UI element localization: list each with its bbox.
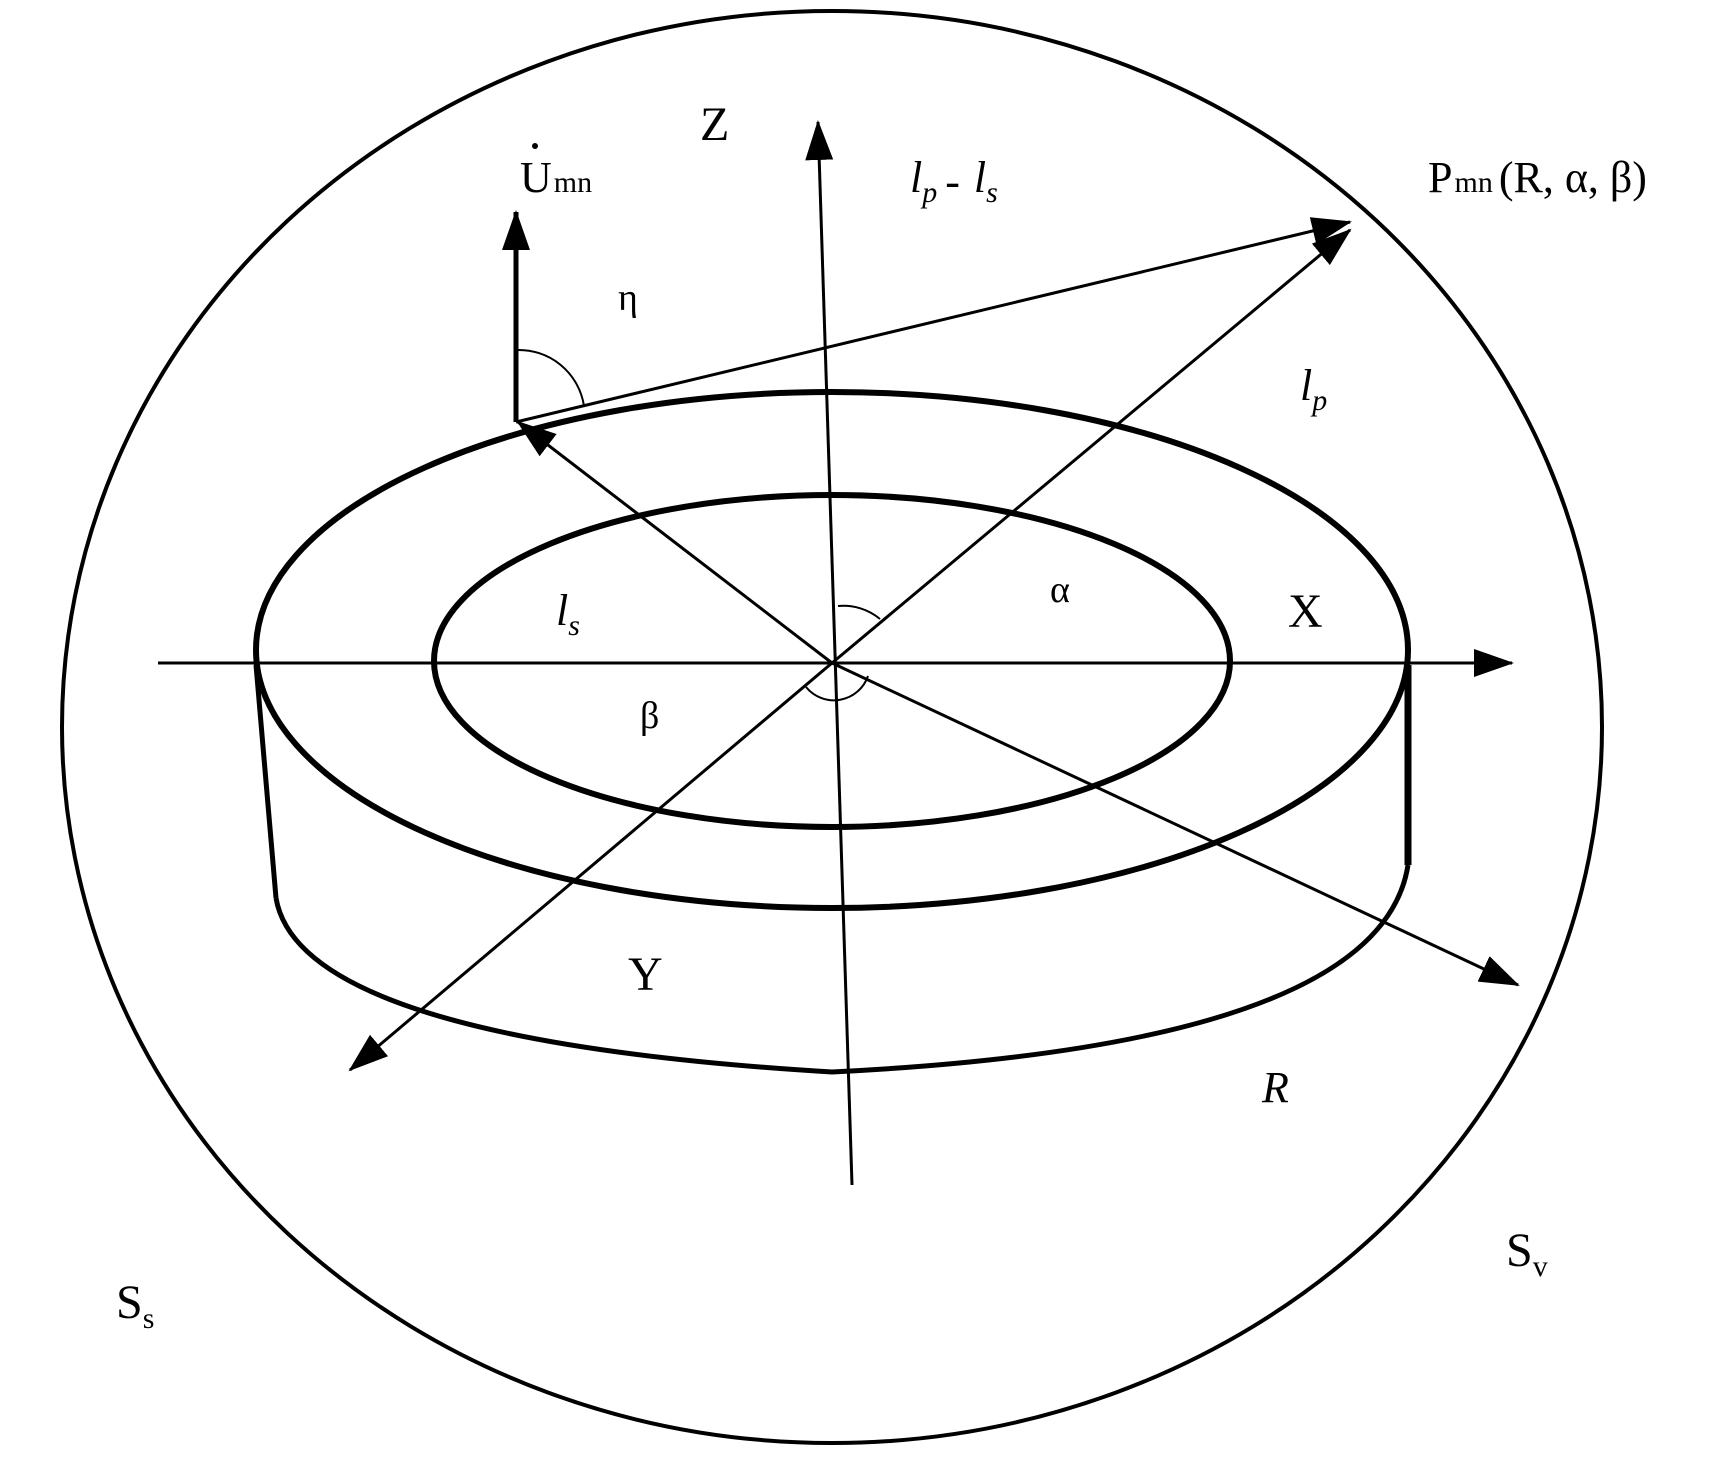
ss-subscript: s xyxy=(143,1302,155,1335)
ls-subscript: s xyxy=(568,609,580,642)
point-main: P xyxy=(1428,153,1452,202)
beta-label: β xyxy=(640,695,659,737)
point-label: Pmn(R, α, β) xyxy=(1428,153,1647,202)
disk-inner-ellipse xyxy=(431,492,1233,830)
lpls-a-main: l xyxy=(910,153,922,202)
lpls-a-subscript: p xyxy=(920,176,937,209)
outer-sphere-boundary xyxy=(60,9,1604,1445)
y-axis xyxy=(348,661,833,1072)
alpha-label: α xyxy=(1050,569,1070,611)
ls-label: ls xyxy=(556,586,580,642)
lpls-b-subscript: s xyxy=(986,176,998,209)
ss-label: Ss xyxy=(116,1276,154,1335)
disk-left-side xyxy=(253,664,279,899)
lpls-dash: - xyxy=(945,157,960,206)
lp-label: lp xyxy=(1300,361,1327,417)
alpha-angle-arc xyxy=(837,604,881,620)
lp-vector xyxy=(831,228,1352,665)
u-vector-label: Umn xyxy=(520,153,592,202)
ls-main: l xyxy=(556,586,568,635)
disk-bottom-edge xyxy=(273,864,1411,1075)
z-axis-label: Z xyxy=(700,98,729,151)
sv-subscript: v xyxy=(1533,1250,1548,1283)
point-args: (R, α, β) xyxy=(1499,153,1647,202)
eta-angle-arc xyxy=(515,348,585,407)
eta-label: η xyxy=(618,277,638,319)
ss-main: S xyxy=(116,1276,143,1329)
u-vector-subscript: mn xyxy=(554,166,592,199)
y-axis-label: Y xyxy=(628,948,663,1001)
radius-label: R xyxy=(1261,1063,1289,1112)
disk-outer-ellipse xyxy=(253,389,1411,911)
radius-vector xyxy=(831,661,1520,987)
point-subscript: mn xyxy=(1454,166,1492,199)
u-vector-main: U xyxy=(520,153,552,202)
sv-label: Sv xyxy=(1506,1224,1548,1283)
ls-vector xyxy=(516,420,833,665)
lp-subscript: p xyxy=(1310,384,1327,417)
lp-minus-ls-label: lp-ls xyxy=(910,153,998,209)
u-vector-dot xyxy=(532,143,538,149)
lp-main: l xyxy=(1300,361,1312,410)
sv-main: S xyxy=(1506,1224,1533,1277)
z-axis xyxy=(805,120,854,1186)
x-axis-label: X xyxy=(1288,585,1323,638)
lp-minus-ls-vector xyxy=(515,217,1352,424)
lpls-b-main: l xyxy=(974,153,986,202)
beta-angle-arc xyxy=(805,675,869,702)
